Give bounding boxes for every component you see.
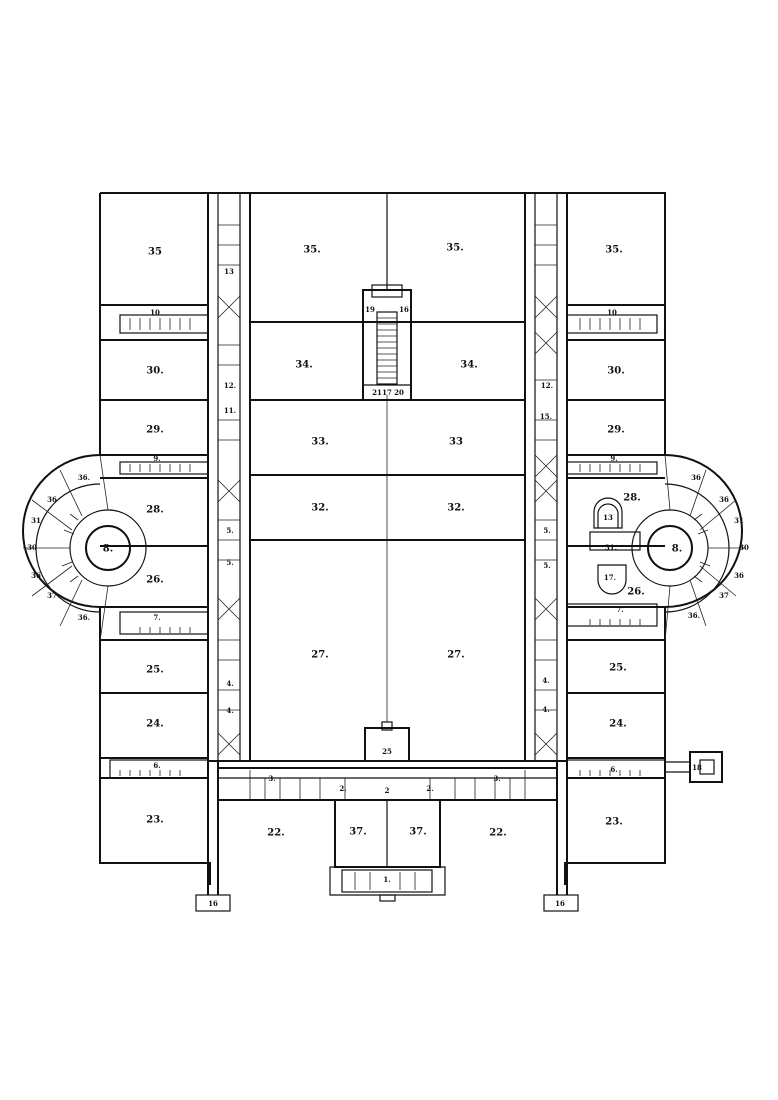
right-side-courts (566, 304, 666, 779)
left-corridor-wing (207, 192, 251, 762)
label-front-2a: 2. (339, 784, 346, 793)
left-rotunda (23, 454, 147, 642)
label-front-3-right: 3. (493, 774, 500, 783)
label-rot-left-31: 31 (31, 516, 41, 525)
label-chapel-right-13: 13 (603, 513, 613, 522)
outer-walls (22, 192, 743, 885)
label-front-1: 1. (383, 875, 390, 884)
label-block-6-right: 6. (610, 765, 617, 774)
label-court-22-right: 22. (489, 828, 506, 839)
label-court-37-right: 37. (409, 827, 426, 838)
label-court-29-right: 29. (607, 425, 624, 436)
label-court-28-left: 28. (146, 505, 163, 516)
label-rot-right-36a: 36 (691, 473, 701, 482)
label-church-17: 17 (382, 388, 392, 397)
label-court-23-left: 23. (146, 815, 163, 826)
label-court-28-right: 28. (623, 493, 640, 504)
label-rot-right-36b: 36 (719, 495, 729, 504)
label-court-24-left: 24. (146, 719, 163, 730)
label-chapel-right-31: 31. (605, 543, 617, 552)
label-rotunda-left: 8. (103, 544, 113, 555)
label-block-7-left: 7. (153, 613, 160, 622)
label-rot-left-36b: 36 (47, 495, 57, 504)
label-block-10-right: 10 (607, 308, 617, 317)
label-kitchen-25: 25 (382, 747, 392, 756)
label-court-25-left: 25. (146, 665, 163, 676)
label-block-10-left: 10 (150, 308, 160, 317)
label-court-22-left: 22. (267, 828, 284, 839)
label-court-32-right: 32. (447, 503, 464, 514)
front-block (217, 767, 558, 902)
label-court-24-right: 24. (609, 719, 626, 730)
label-court-35-left-inner: 35. (303, 245, 320, 256)
label-wing-4d: 4. (542, 705, 549, 714)
label-front-2c: 2. (426, 784, 433, 793)
label-court-33-right: 33 (449, 437, 463, 448)
label-wing-5c: 5. (543, 526, 550, 535)
label-court-35-right-inner: 35. (446, 243, 463, 254)
label-court-26-left: 26. (146, 575, 163, 586)
label-block-6-left: 6. (153, 761, 160, 770)
label-gate-right: 16 (555, 899, 565, 908)
central-chapel (362, 284, 412, 401)
label-wing-13: 13 (224, 267, 234, 276)
label-rot-right-36c: 36 (734, 571, 744, 580)
label-annex-18: 18 (692, 763, 702, 772)
label-front-2b: 2 (385, 786, 390, 795)
label-court-23-right: 23. (605, 817, 622, 828)
label-rot-left-36d: 36. (78, 613, 90, 622)
label-rotunda-right: 8. (672, 544, 682, 555)
label-front-3-left: 3. (268, 774, 275, 783)
label-block-9-right: 9. (610, 454, 617, 463)
label-chapel-right-17: 17. (604, 573, 616, 582)
label-church-19: 19 (365, 305, 375, 314)
label-rot-right-37: 37 (719, 591, 729, 600)
label-wing-5a: 5. (226, 526, 233, 535)
label-rot-right-36d: 36. (688, 611, 700, 620)
label-rot-left-36a: 36. (78, 473, 90, 482)
label-block-9-left: 9. (153, 454, 160, 463)
label-wing-4b: 4. (226, 706, 233, 715)
label-wing-15: 15. (540, 412, 552, 421)
room-labels: 35 35. 35. 35. 34. 34. 30. 30. 29. 29. 3… (27, 243, 749, 909)
label-gate-left: 16 (208, 899, 218, 908)
right-rotunda (631, 454, 745, 642)
label-court-35-left-outer: 35 (148, 247, 162, 258)
label-court-27-right: 27. (447, 650, 464, 661)
label-rot-left-37: 37 (47, 591, 57, 600)
label-court-30-left: 30. (146, 366, 163, 377)
lower-central-tower (364, 721, 410, 762)
left-side-courts (100, 304, 209, 779)
gate-stems (195, 761, 579, 912)
label-court-30-right: 30. (607, 366, 624, 377)
label-church-20: 20 (394, 388, 404, 397)
label-rot-right-30: 30 (739, 543, 749, 552)
label-rot-right-31: 31 (734, 516, 744, 525)
label-church-21: 21 (372, 388, 382, 397)
label-court-34-left: 34. (295, 360, 312, 371)
label-court-26-right: 26. (627, 587, 644, 598)
label-wing-12-right: 12. (541, 381, 553, 390)
label-court-29-left: 29. (146, 425, 163, 436)
label-wing-12-left: 12. (224, 381, 236, 390)
label-rot-left-36c: 36 (31, 571, 41, 580)
right-annex (665, 751, 723, 783)
label-block-7-right: 7. (616, 605, 623, 614)
inner-courts (249, 192, 526, 762)
label-court-32-left: 32. (311, 503, 328, 514)
label-wing-5b: 5. (226, 558, 233, 567)
label-court-33-left: 33. (311, 437, 328, 448)
label-rot-left-30: 30 (27, 543, 37, 552)
label-court-34-right: 34. (460, 360, 477, 371)
label-wing-4a: 4. (226, 679, 233, 688)
label-church-16: 16 (399, 305, 409, 314)
label-court-37-left: 37. (349, 827, 366, 838)
label-court-25-right: 25. (609, 663, 626, 674)
label-wing-5d: 5. (543, 561, 550, 570)
label-wing-4c: 4. (542, 676, 549, 685)
label-wing-11-left: 11. (224, 406, 236, 415)
label-court-27-left: 27. (311, 650, 328, 661)
label-court-35-right-outer: 35. (605, 245, 622, 256)
